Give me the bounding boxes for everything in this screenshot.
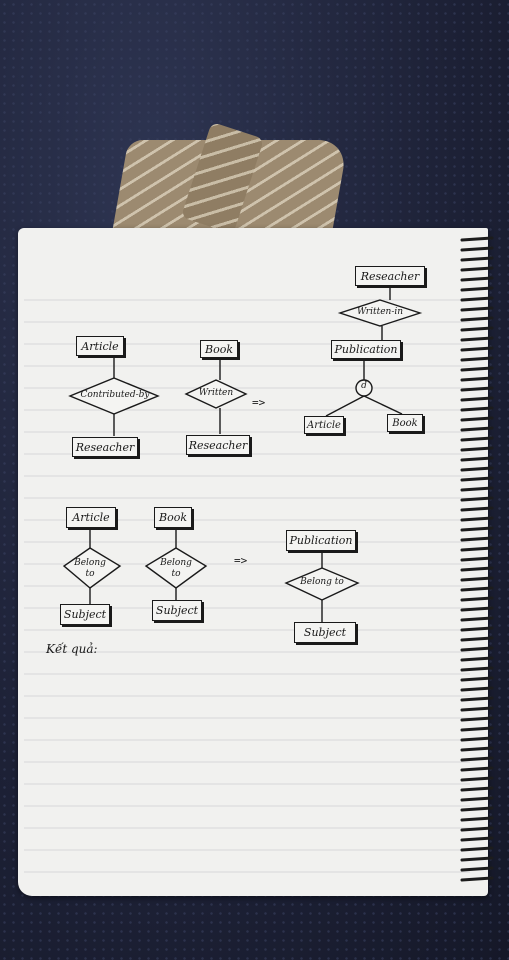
entity-subject-mid: Subject: [152, 600, 202, 621]
entity-reseacher-top: Reseacher: [355, 266, 425, 286]
diamond-written-in: [337, 299, 423, 327]
rel-belong-to: Belong to: [300, 577, 344, 587]
diamond-contributed-by: [68, 377, 160, 415]
rel-belong-right-1: Belong: [160, 558, 192, 568]
entity-subject-left: Subject: [60, 604, 110, 625]
specialization-d: d: [361, 381, 367, 391]
arrow-top: =>: [252, 396, 266, 409]
subtype-article: Article: [304, 416, 344, 434]
connectors: [89, 287, 403, 622]
entity-publication-top: Publication: [331, 340, 401, 359]
diamond-belong-to: [284, 567, 360, 601]
entity-book-bottom: Book: [154, 507, 192, 528]
entity-publication-bottom: Publication: [286, 530, 356, 551]
entity-reseacher-left: Reseacher: [72, 437, 138, 457]
specialization-circle: [355, 379, 373, 397]
rel-belong-left-1: Belong: [74, 558, 106, 568]
subtype-book: Book: [387, 414, 423, 432]
rel-written: Written: [198, 388, 234, 398]
rel-belong-right-2: to: [171, 569, 181, 579]
entity-book-top: Book: [200, 340, 238, 358]
rel-belong-left-2: to: [85, 569, 95, 579]
diamond-belong-right: [144, 547, 208, 589]
entity-article-top: Article: [76, 336, 124, 356]
diamond-written: [184, 379, 248, 409]
relationship-diamonds: [62, 299, 423, 601]
arrow-bottom: =>: [234, 554, 248, 567]
entity-subject-right: Subject: [294, 622, 356, 643]
rel-written-in: Written-in: [356, 307, 404, 317]
spiral-binding: [460, 236, 494, 882]
rel-contributed-by: Contributed-by: [80, 390, 150, 400]
diamond-belong-left: [62, 547, 122, 589]
entity-reseacher-mid: Reseacher: [186, 435, 250, 455]
entity-article-bottom: Article: [66, 507, 116, 528]
result-label: Kết quả:: [46, 642, 98, 656]
